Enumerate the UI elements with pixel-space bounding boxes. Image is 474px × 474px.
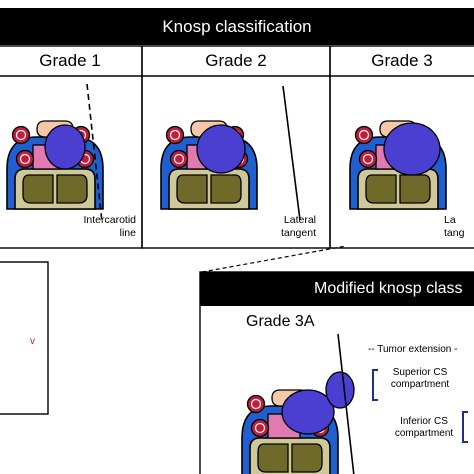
grade-3a-label: Grade 3A	[246, 313, 315, 330]
superior-cs-label: Superior CS compartment	[380, 367, 460, 391]
left-fragment-text: v	[30, 336, 35, 347]
lateral-tangent-label-2: tangent	[280, 227, 316, 239]
inferior-cs-label-1: Inferior CS	[400, 416, 448, 427]
inferior-cs-label: Inferior CS compartment	[384, 416, 464, 440]
intercarotid-line-label-2: line	[119, 227, 136, 239]
grade-2-label: Grade 2	[205, 51, 267, 70]
intercarotid-line-label: Intercarotid line	[50, 214, 136, 240]
intercarotid-line-label-1: Intercarotid	[83, 214, 136, 226]
modified-title: Modified knosp class	[314, 280, 463, 297]
superior-cs-label-2: compartment	[390, 379, 450, 390]
grade-3-panel	[329, 45, 474, 249]
grade-3-line-label-2: tang	[444, 227, 465, 239]
left-fragment-box	[0, 261, 49, 415]
grade-3a-anatomy	[241, 371, 355, 474]
modified-panel	[199, 271, 474, 474]
superior-cs-label-1: Superior CS	[392, 367, 448, 378]
page-title: Knosp classification	[0, 8, 474, 45]
grade-3-anatomy	[349, 120, 447, 210]
grade-1-anatomy	[6, 120, 104, 210]
grade-2-anatomy	[160, 120, 258, 210]
lateral-tangent-label-1: Lateral	[283, 214, 316, 226]
lateral-tangent-label: Lateral tangent	[240, 214, 316, 240]
page-title-text: Knosp classification	[162, 16, 312, 36]
inferior-cs-label-2: compartment	[394, 428, 454, 439]
tumor-extension-label: -- Tumor extension -	[368, 344, 458, 355]
grade-3-label: Grade 3	[371, 51, 433, 70]
superior-cs-bracket	[372, 369, 378, 401]
intercarotid-line	[86, 83, 103, 223]
inferior-cs-bracket	[462, 411, 468, 443]
modified-header-bg	[200, 272, 474, 306]
grade-3a-tangent-line	[337, 333, 355, 474]
grade-3-line-label: La tang	[444, 214, 474, 240]
grade-3-line-label-1: La	[444, 214, 456, 226]
lateral-tangent-line	[282, 85, 301, 221]
grade-1-label: Grade 1	[39, 51, 101, 70]
connector-dashed-line	[201, 245, 347, 273]
